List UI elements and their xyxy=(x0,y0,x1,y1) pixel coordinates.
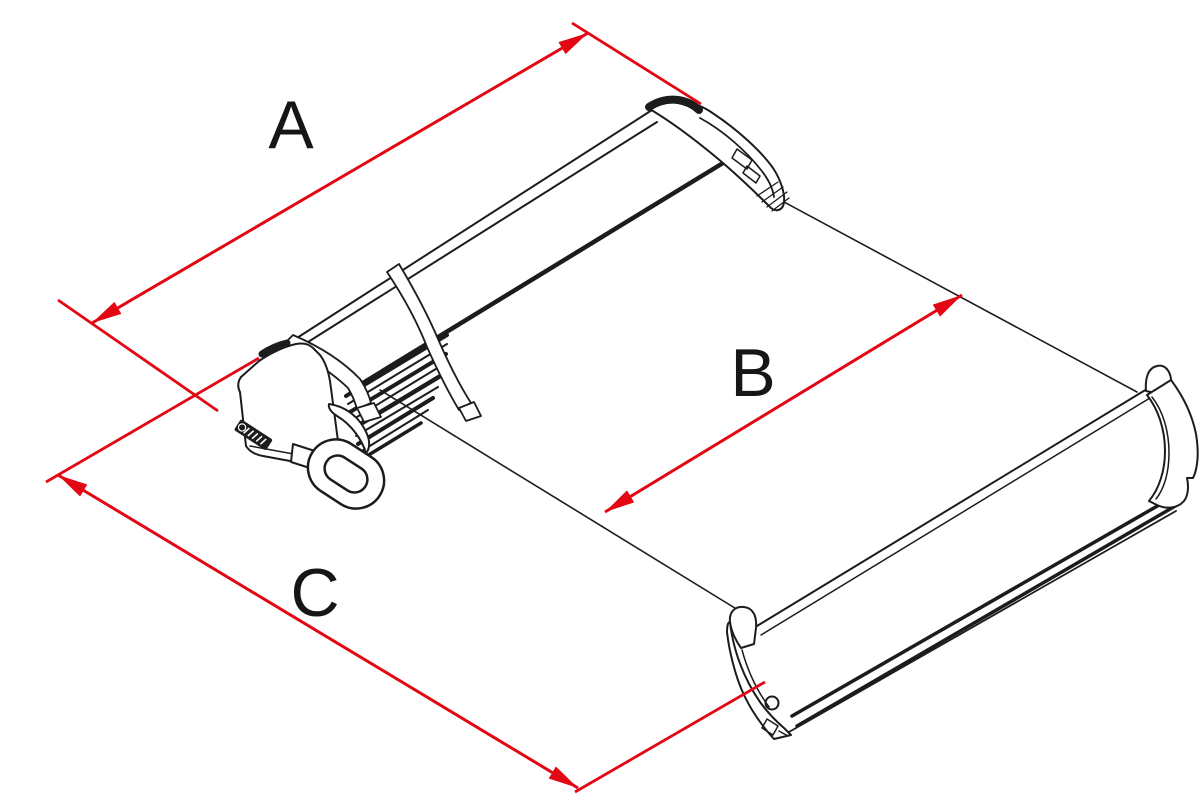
dim-b-shaft xyxy=(604,293,963,514)
fabric-left-edge xyxy=(379,389,757,622)
lead-bar-top-edge xyxy=(756,388,1148,627)
dim-c-extension-right xyxy=(574,680,766,794)
right-cap-hatching xyxy=(756,181,790,212)
lead-bar-groove-lower xyxy=(795,503,1179,728)
cassette-front-face xyxy=(292,112,724,386)
dim-a-arrowhead-left xyxy=(92,301,122,323)
lead-bar-left-inner-rim xyxy=(741,649,770,708)
lead-bar-right-cap xyxy=(1144,364,1199,509)
cassette-top-edge xyxy=(285,109,653,346)
brand-logo xyxy=(234,419,273,450)
eyelet-ring-inner xyxy=(323,454,369,494)
lead-bar-left-hook-detail xyxy=(761,718,779,736)
cassette-fabric-slot xyxy=(355,160,726,389)
brand-logo-lettering xyxy=(243,427,267,445)
dim-c-shaft xyxy=(57,473,579,790)
dim-b-arrowhead-right xyxy=(932,295,962,317)
lead-bar-right-cap-body xyxy=(1146,379,1199,509)
lead-bar-groove-upper xyxy=(790,495,1175,718)
fabric-surface xyxy=(372,186,1140,624)
dimension-annotations: A B C xyxy=(45,21,963,794)
dim-a-shaft xyxy=(91,31,589,325)
dim-c-arrowhead-left xyxy=(58,475,88,497)
bracket-foot-left xyxy=(356,402,382,423)
dimension-label-a: A xyxy=(268,87,314,163)
brand-logo-roundel-icon xyxy=(237,423,247,432)
fabric-right-edge xyxy=(757,187,1138,393)
dimension-c-arrow xyxy=(57,473,579,790)
dim-c-extension-left xyxy=(45,356,260,484)
dimension-label-c: C xyxy=(290,555,339,631)
left-cap-seal xyxy=(258,339,291,358)
lead-bar-top-seam xyxy=(760,397,1151,636)
dimension-extension-lines xyxy=(45,21,766,794)
dim-a-arrowhead-right xyxy=(558,33,588,55)
awning-cassette xyxy=(285,109,726,389)
lead-bar-right-inner-rim xyxy=(1151,396,1170,500)
dim-a-extension-left xyxy=(57,298,219,413)
right-cap-step-2 xyxy=(742,165,761,184)
lead-bar-left-knob xyxy=(764,695,780,711)
awning-fabric xyxy=(372,186,1140,624)
dimension-label-b: B xyxy=(730,335,775,411)
right-cap-seal xyxy=(645,95,703,114)
cassette-left-end-cap xyxy=(234,339,386,510)
cassette-right-end-cap xyxy=(645,95,790,212)
lead-bar-face xyxy=(757,389,1193,731)
lead-bar-left-tip xyxy=(778,730,789,737)
dim-c-arrowhead-right xyxy=(548,766,578,788)
dim-a-extension-right xyxy=(571,21,702,106)
bracket-foot-right xyxy=(458,401,482,422)
lead-bar xyxy=(726,364,1199,740)
bracket-band-right xyxy=(386,263,472,411)
dimension-b-arrow xyxy=(604,293,963,514)
lead-bar-left-hook-flange xyxy=(728,605,758,649)
right-cap-step-1 xyxy=(731,148,753,170)
right-cap-inner-rim xyxy=(699,117,775,198)
dim-b-arrowhead-left xyxy=(605,490,635,512)
cassette-lid-seam xyxy=(288,121,658,355)
crank-eyelet xyxy=(290,403,386,510)
lead-bar-bottom-edge xyxy=(788,510,1177,733)
dimension-a-arrow xyxy=(91,31,589,325)
